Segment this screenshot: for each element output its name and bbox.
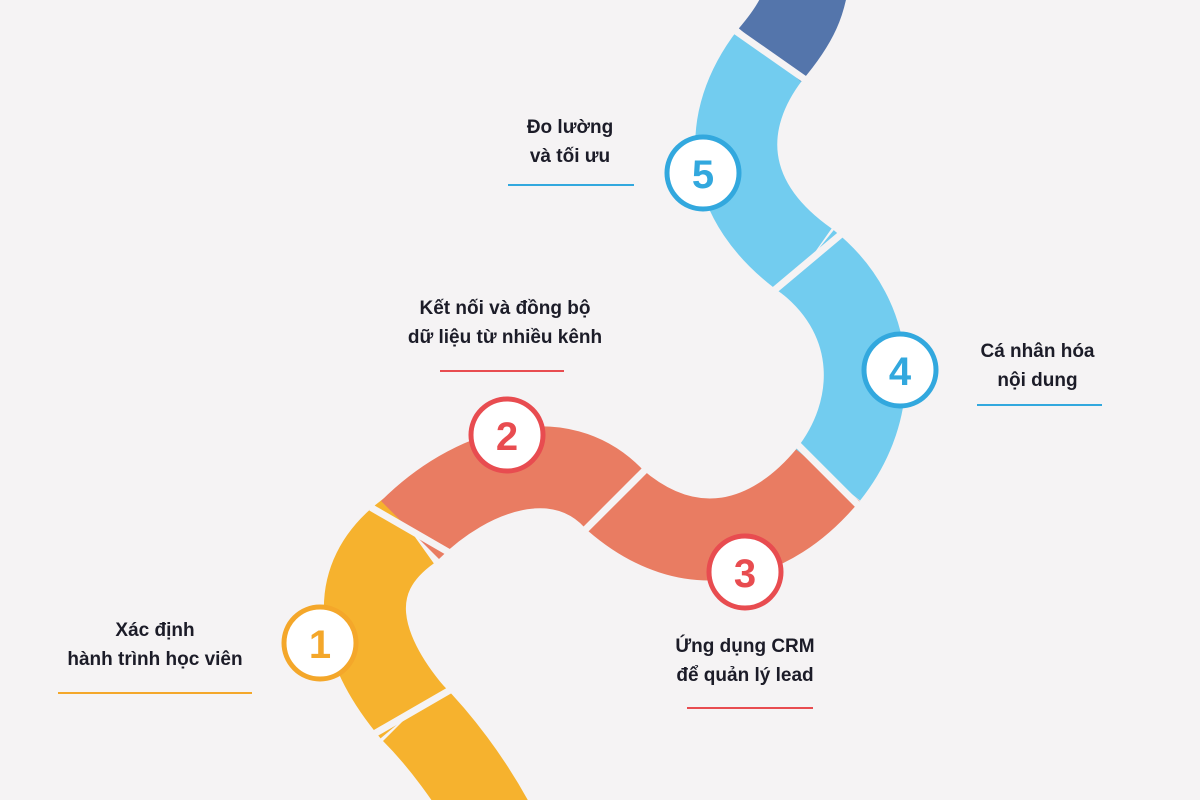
- road-segment-2: [381, 426, 646, 560]
- road-segment-1b: [382, 683, 528, 800]
- step-4-line2: nội dung: [997, 370, 1078, 391]
- step-4-label: Cá nhân hóa nội dung: [950, 337, 1125, 395]
- step-3-circle: [706, 533, 784, 611]
- road-segment-3: [588, 448, 860, 581]
- road-separator-3: [580, 465, 650, 535]
- road-separator-2: [369, 504, 451, 556]
- step-1-line2: hành trình học viên: [67, 649, 243, 670]
- step-5-badge: 5: [664, 134, 742, 212]
- step-2-number: 2: [496, 415, 518, 459]
- step-5-underline: [508, 184, 634, 186]
- step-2-circle: [468, 396, 546, 474]
- road-separator-1: [371, 686, 453, 738]
- step-1-badge: 1: [281, 604, 359, 682]
- step-2-badge: 2: [468, 396, 546, 474]
- step-5-label: Đo lường và tối ưu: [490, 113, 650, 171]
- road-separator-4: [793, 440, 863, 510]
- step-3-label: Ứng dụng CRM để quản lý lead: [630, 632, 860, 690]
- road-segment-1a: [323, 496, 444, 739]
- step-1-circle: [281, 604, 359, 682]
- step-2-line2: dữ liệu từ nhiều kênh: [407, 327, 603, 348]
- road-separator-6: [731, 26, 809, 84]
- road-separator-5: [771, 230, 845, 294]
- step-4-number: 4: [889, 350, 912, 394]
- step-3-number: 3: [734, 552, 756, 596]
- step-1-line1: Xác định: [115, 620, 195, 641]
- step-2-line1: Kết nối và đồng bộ: [419, 298, 591, 319]
- step-1-number: 1: [309, 623, 331, 667]
- step-badges: 1 2 3 4 5: [281, 134, 939, 682]
- step-4-underline: [977, 404, 1102, 406]
- step-5-line2: và tối ưu: [529, 146, 611, 167]
- step-1-label: Xác định hành trình học viên: [30, 616, 280, 674]
- step-3-line2: để quản lý lead: [676, 665, 814, 686]
- step-5-circle: [664, 134, 742, 212]
- step-5-number: 5: [692, 153, 714, 197]
- step-2-label: Kết nối và đồng bộ dữ liệu từ nhiều kênh: [370, 294, 640, 352]
- step-3-badge: 3: [706, 533, 784, 611]
- road-segment-top: [738, 0, 847, 82]
- step-3-line1: Ứng dụng CRM: [675, 636, 815, 657]
- road-segment-5: [695, 30, 833, 296]
- step-2-underline: [440, 370, 564, 372]
- step-3-underline: [687, 707, 813, 709]
- step-4-badge: 4: [861, 331, 939, 409]
- road-gaps: [369, 26, 863, 738]
- step-4-line1: Cá nhân hóa: [980, 341, 1095, 362]
- road-segment-4: [781, 230, 906, 501]
- step-1-underline: [58, 692, 252, 694]
- step-4-circle: [861, 331, 939, 409]
- step-5-line1: Đo lường: [526, 117, 614, 138]
